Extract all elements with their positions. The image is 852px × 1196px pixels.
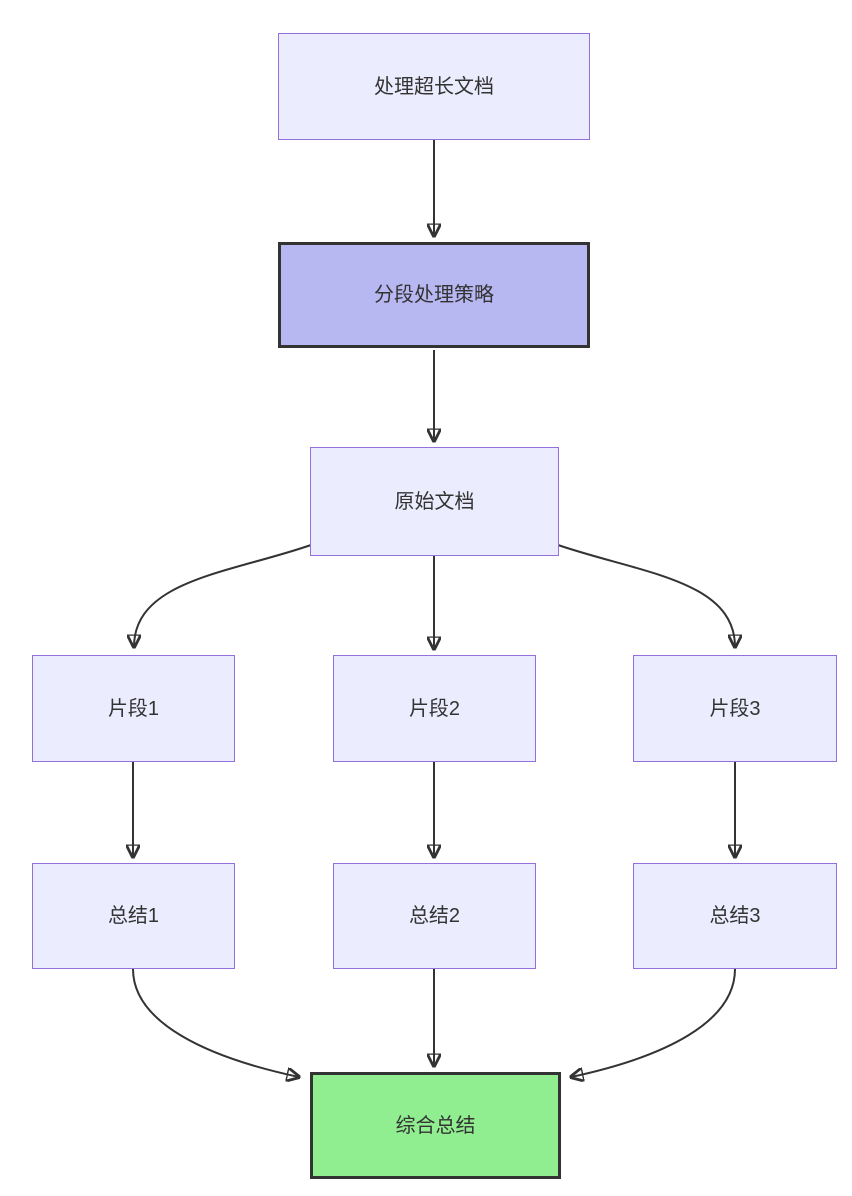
node-summary-2: 总结2 bbox=[333, 863, 536, 969]
node-fragment-2: 片段2 bbox=[333, 655, 536, 762]
node-summary-1-label: 总结1 bbox=[107, 905, 160, 927]
node-final-summary: 综合总结 bbox=[310, 1072, 561, 1179]
edge-sum1-to-final bbox=[132, 968, 299, 1077]
node-strategy: 分段处理策略 bbox=[278, 242, 590, 348]
node-fragment-1-label: 片段1 bbox=[107, 697, 160, 720]
node-summary-2-label: 总结2 bbox=[408, 905, 461, 927]
node-fragment-1: 片段1 bbox=[32, 655, 235, 762]
edge-sum3-to-final bbox=[571, 968, 736, 1077]
node-summary-1: 总结1 bbox=[32, 863, 235, 969]
node-fragment-2-label: 片段2 bbox=[408, 697, 461, 720]
node-doc-label: 处理超长文档 bbox=[374, 75, 494, 98]
node-original-document: 原始文档 bbox=[310, 447, 559, 556]
edge-original-to-frag1 bbox=[134, 544, 312, 647]
node-original-document-label: 原始文档 bbox=[394, 490, 475, 513]
node-fragment-3: 片段3 bbox=[633, 655, 837, 762]
node-doc: 处理超长文档 bbox=[278, 33, 590, 140]
edge-original-to-frag3 bbox=[557, 544, 735, 647]
node-summary-3: 总结3 bbox=[633, 863, 837, 969]
node-final-summary-label: 综合总结 bbox=[395, 1114, 476, 1137]
node-summary-3-label: 总结3 bbox=[709, 905, 761, 927]
node-strategy-label: 分段处理策略 bbox=[374, 284, 494, 306]
node-fragment-3-label: 片段3 bbox=[709, 697, 761, 720]
